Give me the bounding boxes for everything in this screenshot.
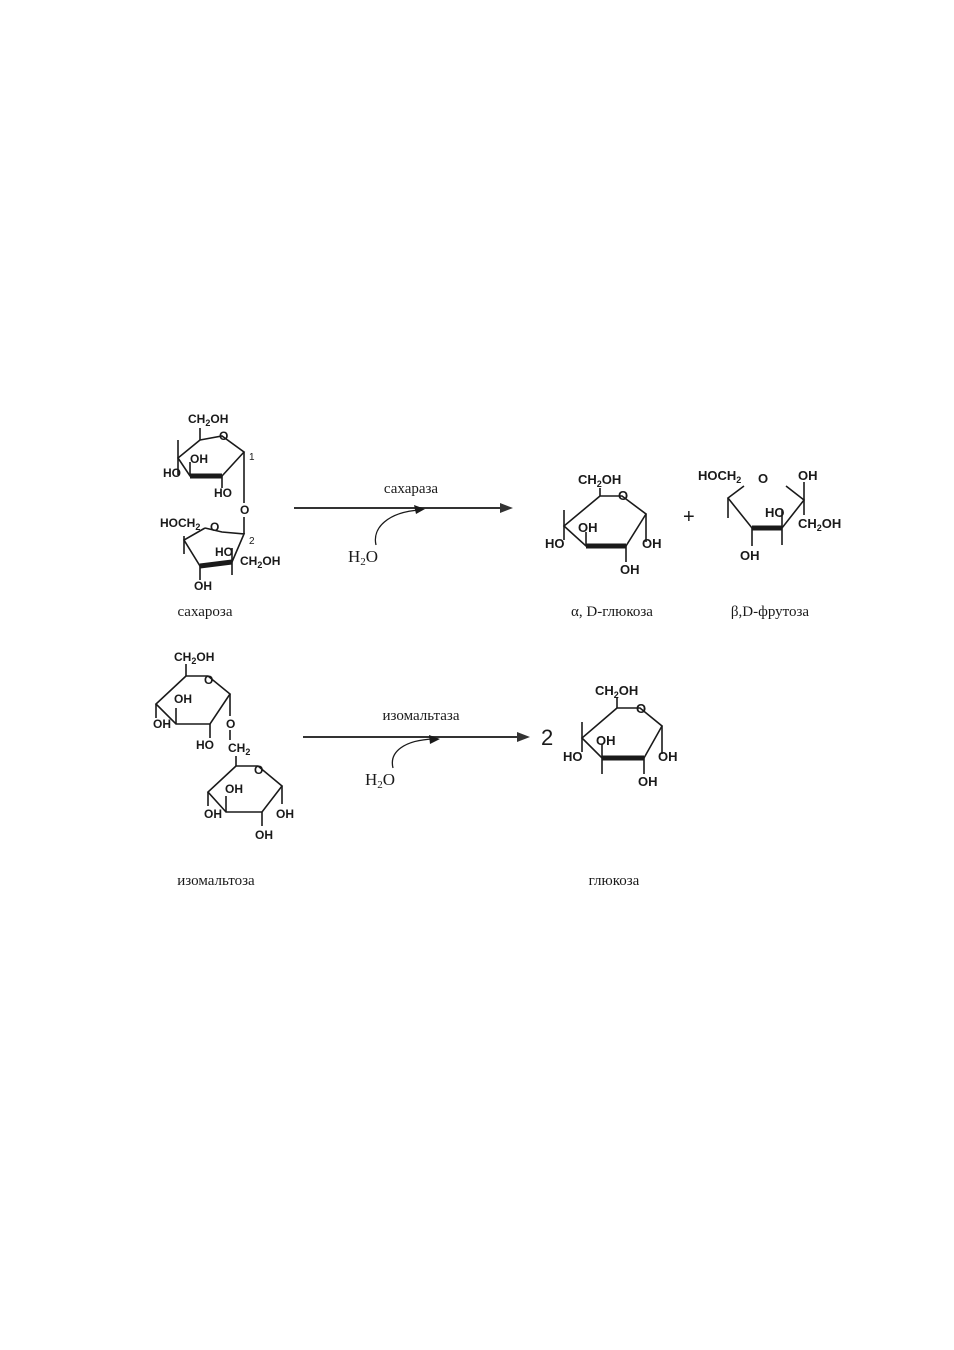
fructose-ho: HO	[765, 505, 785, 520]
alpha-d-glucose-label: α, D-глюкоза	[571, 604, 653, 620]
glucose2-oh-bottom: OH	[638, 774, 658, 789]
glucose2-oh-right: OH	[658, 749, 678, 764]
reaction1-water: H2O	[348, 547, 378, 568]
sucrose-fru-oh-bottom: OH	[194, 579, 212, 593]
isomaltose-bottom-ring-o: O	[254, 763, 263, 777]
alpha-d-glucose: CH2OH O OH HO OH OH	[545, 472, 662, 577]
fructose-hoch2: HOCH2	[698, 468, 741, 485]
fructose-oh-bottom: OH	[740, 548, 760, 563]
glucose1-oh-inner: OH	[578, 520, 598, 535]
glucose2-oh-inner: OH	[596, 733, 616, 748]
sucrose-glc-ho-bottom: HO	[214, 486, 232, 500]
glucose-label: глюкоза	[589, 873, 640, 889]
glucose1-oh-bottom: OH	[620, 562, 640, 577]
isomaltose-top-oh-left: OH	[153, 717, 171, 731]
isomaltose-bridge-o: O	[226, 717, 235, 731]
reaction2-arrowhead	[517, 732, 530, 742]
sucrose-position-1: 1	[249, 452, 255, 463]
reaction1-plus: +	[683, 506, 695, 528]
sucrose-fru-ch2oh: CH2OH	[240, 554, 280, 570]
isomaltose-top-ring: CH2OH O OH OH HO O CH2	[153, 650, 250, 757]
fructose-oh-top: OH	[798, 468, 818, 483]
sucrose-fru-ring-o: O	[210, 520, 219, 534]
sucrose-glc-ho-left: HO	[163, 466, 181, 480]
reaction-sucrose-hydrolysis: CH2OH O OH HO HO 1 O HOCH2 O 2 HO CH2OH …	[160, 412, 841, 620]
sucrose-glc-oh: OH	[190, 452, 208, 466]
isomaltose-bottom-oh-inner: OH	[225, 782, 243, 796]
isomaltose-top-ring-o: O	[204, 673, 213, 687]
isomaltose-bottom-oh-bottom: OH	[255, 828, 273, 842]
sucrose-fru-hoch2: HOCH2	[160, 516, 200, 532]
beta-d-fructose: HOCH2 O OH HO CH2OH OH	[698, 468, 841, 563]
sucrose-glc-ring-o: O	[219, 429, 228, 443]
glucose2-ring-o: O	[636, 701, 646, 716]
reaction2-water-curve	[391, 738, 435, 769]
sucrose-fru-ho: HO	[215, 545, 233, 559]
isomaltose-ch2: CH2	[228, 741, 250, 757]
glucose1-ch2oh: CH2OH	[578, 472, 621, 489]
reaction1-arrowhead	[500, 503, 513, 513]
isomaltose-top-ho-bottom: HO	[196, 738, 214, 752]
glucose-product: CH2OH O OH HO OH OH	[563, 683, 678, 789]
beta-d-fructose-label: β,D-фрутоза	[731, 604, 810, 620]
reaction1-enzyme: сахараза	[384, 481, 439, 497]
sucrose-position-2: 2	[249, 536, 255, 547]
glucose1-ring-o: O	[618, 488, 628, 503]
sucrose-fructose-ring: HOCH2 O 2 HO CH2OH OH	[160, 516, 280, 593]
sucrose-glucose-ring: CH2OH O OH HO HO 1	[163, 412, 255, 503]
glucose1-oh-right: OH	[642, 536, 662, 551]
product-coefficient: 2	[541, 725, 553, 750]
sucrose-glc-ch2oh: CH2OH	[188, 412, 228, 428]
glucose1-ho-left: HO	[545, 536, 565, 551]
isomaltose-ch2oh: CH2OH	[174, 650, 214, 666]
reaction2-enzyme: изомальтаза	[383, 708, 460, 724]
isomaltose-bottom-ring: O OH OH OH OH	[204, 763, 294, 842]
fructose-ch2oh: CH2OH	[798, 516, 841, 533]
glucose2-ch2oh: CH2OH	[595, 683, 638, 700]
isomaltose-bottom-oh-left: OH	[204, 807, 222, 821]
isomaltose-top-oh-inner: OH	[174, 692, 192, 706]
reaction2-water: H2O	[365, 770, 395, 791]
sucrose-bridge-o: O	[240, 503, 249, 517]
sucrose-label: сахароза	[177, 604, 232, 620]
isomaltose-label: изомальтоза	[177, 873, 255, 889]
reaction1-water-curve	[374, 509, 421, 546]
reaction-isomaltose-hydrolysis: CH2OH O OH OH HO O CH2 O OH OH OH OH изо…	[153, 650, 678, 889]
fructose-ring-o: O	[758, 471, 768, 486]
isomaltose-bottom-oh-right: OH	[276, 807, 294, 821]
glucose2-ho-left: HO	[563, 749, 583, 764]
